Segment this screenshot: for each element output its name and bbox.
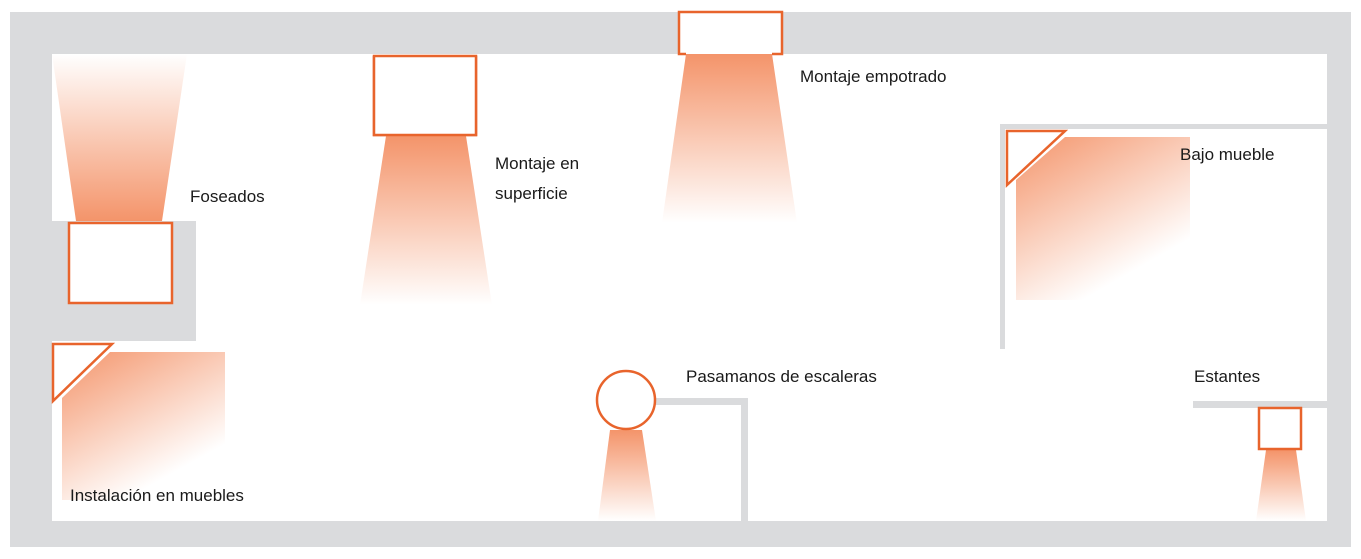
surface-light-beam bbox=[360, 136, 492, 305]
stair-wall-side bbox=[741, 398, 748, 521]
surface-fixture-body bbox=[372, 54, 478, 137]
under-cabinet-fixture bbox=[1005, 129, 1069, 188]
label-recessed: Montaje empotrado bbox=[800, 67, 947, 86]
label-shelves: Estantes bbox=[1194, 367, 1261, 386]
recessed-light-beam bbox=[662, 54, 797, 223]
furniture-fixture bbox=[51, 342, 116, 404]
shelf-board bbox=[1193, 401, 1327, 408]
recessed-fixture bbox=[677, 10, 784, 56]
cove-fixture bbox=[67, 221, 174, 305]
label-foseados: Foseados bbox=[190, 187, 265, 206]
label-surface-line2: superficie bbox=[495, 184, 568, 203]
under-cabinet-light-beam bbox=[1016, 137, 1190, 300]
under-cabinet-shelf bbox=[1000, 124, 1327, 129]
under-cabinet-side bbox=[1000, 124, 1005, 349]
shelf-light-beam bbox=[1256, 450, 1306, 521]
shelf-fixture bbox=[1257, 406, 1303, 451]
label-handrail: Pasamanos de escaleras bbox=[686, 367, 877, 386]
label-surface-line1: Montaje en bbox=[495, 154, 580, 173]
label-furniture: Instalación en muebles bbox=[70, 486, 244, 505]
label-under-cabinet: Bajo mueble bbox=[1180, 145, 1275, 164]
handrail-fixture bbox=[595, 369, 657, 431]
handrail-light-beam bbox=[598, 430, 656, 521]
furniture-light-beam bbox=[62, 352, 225, 500]
stair-wall-top bbox=[654, 398, 748, 405]
cove-light-beam bbox=[52, 54, 187, 221]
recessed-recess bbox=[679, 12, 782, 54]
